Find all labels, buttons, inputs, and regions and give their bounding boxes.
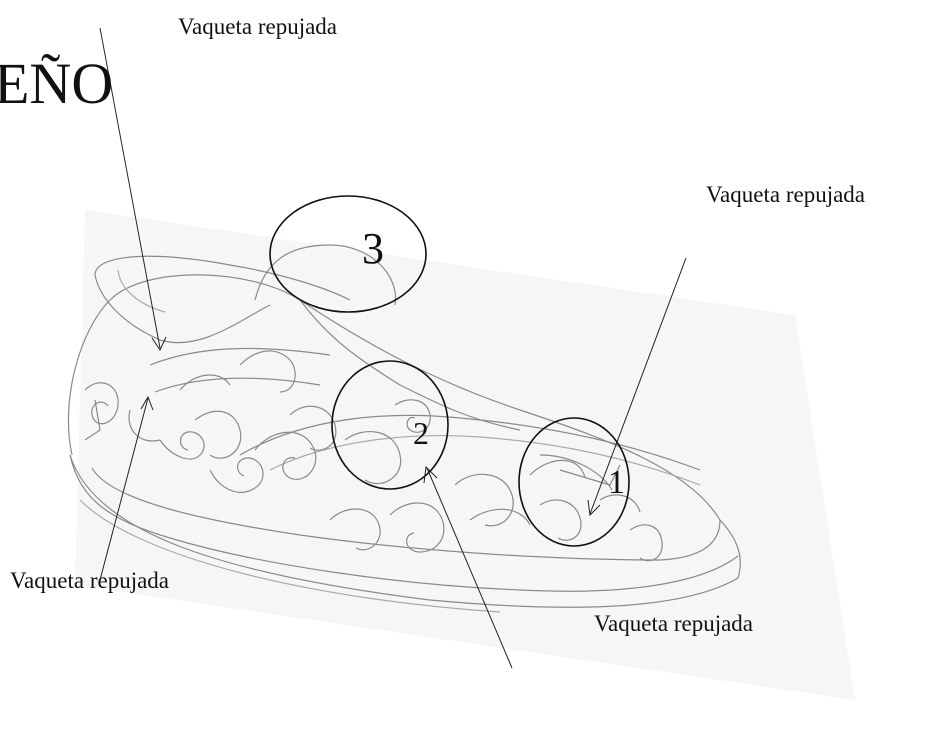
marker-label-2: 2	[413, 415, 429, 451]
callout-label-right: Vaqueta repujada	[706, 182, 865, 208]
callout-label-bottom: Vaqueta repujada	[594, 611, 753, 637]
heading-fragment: EÑO	[0, 50, 113, 117]
marker-label-1: 1	[608, 464, 625, 501]
callout-label-left: Vaqueta repujada	[10, 568, 169, 594]
marker-label-3: 3	[362, 224, 384, 273]
callout-label-top: Vaqueta repujada	[178, 14, 337, 40]
